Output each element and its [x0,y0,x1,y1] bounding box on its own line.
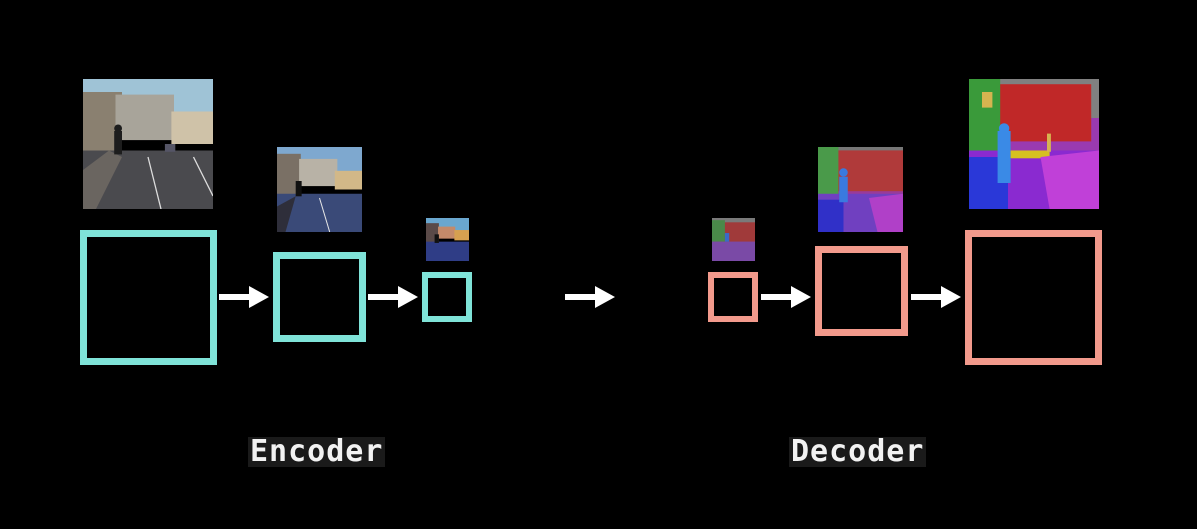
encoder-feature-map-large [80,230,217,365]
decoder-output-segmentation-small [712,218,755,261]
encoder-feature-map-small [422,272,472,322]
decoder-label: Decoder [789,434,927,469]
encoder-label: Encoder [248,434,386,469]
encoder-input-photo-small [426,218,469,261]
arrow-icon [565,286,615,308]
encoder-input-photo-large [83,79,213,209]
decoder-feature-map-small [708,272,758,322]
arrow-icon [761,286,811,308]
encoder-input-photo-medium [277,147,362,232]
decoder-output-segmentation-medium [818,147,903,232]
encoder-feature-map-medium [273,252,366,342]
decoder-feature-map-medium [815,246,908,336]
arrow-icon [911,286,961,308]
decoder-output-segmentation-large [969,79,1099,209]
decoder-feature-map-large [965,230,1102,365]
arrow-icon [368,286,418,308]
arrow-icon [219,286,269,308]
